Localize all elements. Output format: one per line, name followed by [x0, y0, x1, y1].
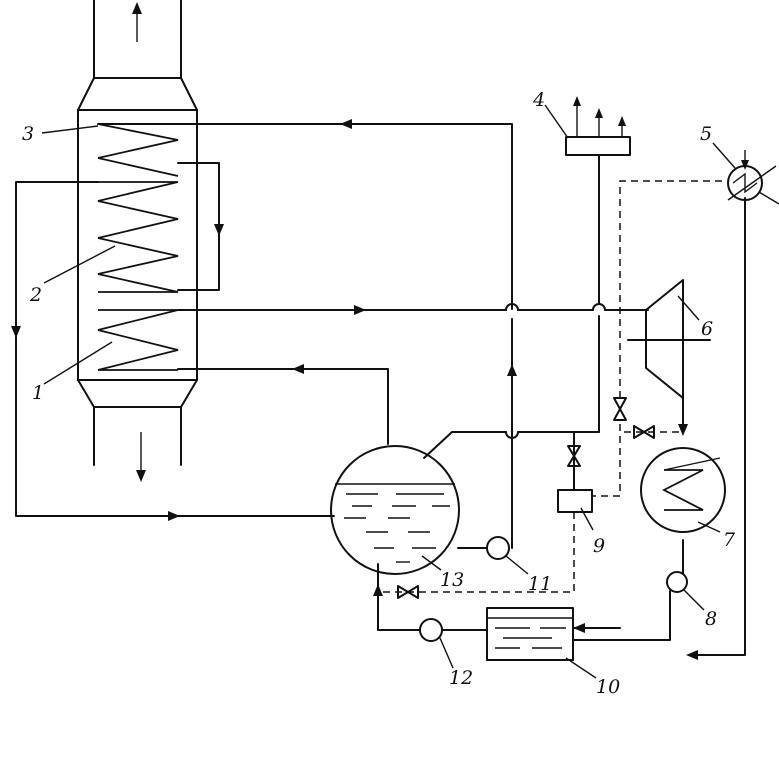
drum-13 [330, 445, 460, 575]
label-2: 2 [29, 284, 42, 306]
label-1: 1 [32, 382, 44, 404]
heater-5 [727, 150, 779, 205]
coil-3 [97, 123, 198, 177]
pump-8 [666, 571, 688, 593]
label-9: 9 [593, 535, 605, 557]
condenser-7 [640, 447, 726, 533]
coil-1 [97, 309, 179, 371]
label-8: 8 [705, 608, 717, 630]
label-11: 11 [528, 573, 552, 595]
coil-2 [97, 181, 179, 293]
label-6: 6 [701, 318, 713, 340]
label-10: 10 [596, 676, 620, 698]
label-5: 5 [700, 123, 712, 145]
label-7: 7 [723, 529, 736, 551]
leader-lines [41, 104, 736, 679]
separator-9 [557, 489, 593, 513]
labels: 1 2 3 4 5 6 7 8 9 10 11 12 13 [22, 89, 736, 698]
furnace-column [77, 0, 198, 482]
valves [397, 397, 655, 599]
pump-11 [486, 536, 510, 560]
label-13: 13 [440, 569, 464, 591]
label-12: 12 [449, 667, 473, 689]
pump-12 [419, 618, 443, 642]
header-4 [565, 96, 631, 156]
turbine-6 [627, 279, 711, 399]
label-3: 3 [22, 123, 34, 145]
tank-10 [486, 607, 574, 661]
piping [11, 119, 746, 660]
label-4: 4 [532, 89, 545, 111]
